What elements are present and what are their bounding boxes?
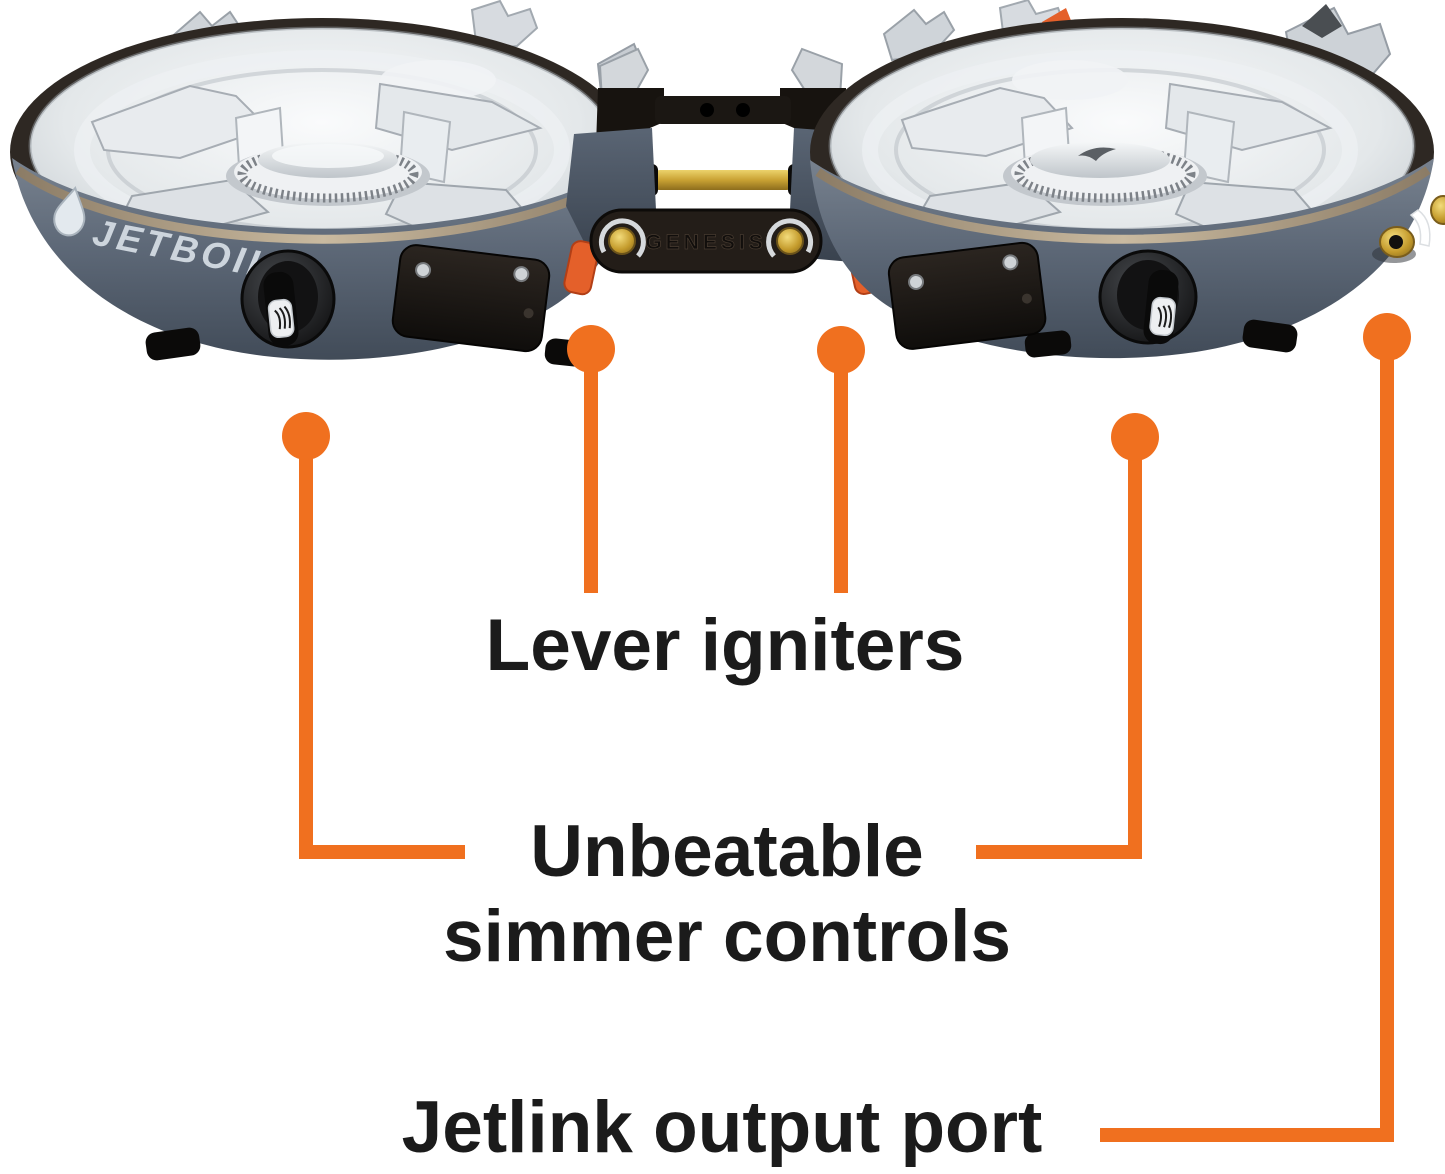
burner-perforated-ring bbox=[1014, 145, 1196, 203]
callout-dot-simmer-left bbox=[282, 412, 330, 460]
right-burner bbox=[810, 0, 1445, 359]
callout-line-simmer-left bbox=[299, 436, 465, 859]
igniter-lever-left bbox=[563, 240, 600, 296]
screw bbox=[513, 266, 530, 283]
flame-swoosh-icon bbox=[1078, 147, 1116, 161]
genesis-bracket bbox=[589, 208, 823, 274]
stove-foot bbox=[544, 338, 596, 368]
screw bbox=[415, 262, 432, 279]
screw bbox=[908, 273, 925, 290]
screw bbox=[1021, 293, 1032, 304]
left-burner: JETBOIL bbox=[10, 0, 645, 368]
label-jetlink-output-port: Jetlink output port bbox=[401, 1087, 1043, 1168]
screw bbox=[1002, 254, 1019, 271]
side-panel-right bbox=[887, 241, 1047, 350]
label-simmer-line1: Unbeatable bbox=[530, 811, 924, 892]
stove-foot bbox=[1024, 330, 1072, 358]
callout-line-jetlink bbox=[1100, 337, 1394, 1142]
simmer-control-knob-left bbox=[240, 249, 336, 349]
callout-dot-simmer-right bbox=[1111, 413, 1159, 461]
stove-photo: JETBOIL bbox=[10, 0, 1445, 368]
side-panel-left bbox=[391, 244, 551, 353]
drop-icon bbox=[53, 186, 86, 237]
label-simmer-line2: simmer controls bbox=[443, 896, 1011, 977]
brass-pivot-pin bbox=[608, 227, 636, 255]
label-simmer-controls: Unbeatable simmer controls bbox=[443, 809, 1011, 979]
stove-foot bbox=[145, 327, 201, 361]
burner-cap bbox=[1030, 142, 1170, 178]
simmer-control-knob-right bbox=[1098, 249, 1198, 345]
model-embossed-text: GENESIS bbox=[645, 231, 766, 254]
burner-perforated-ring bbox=[237, 145, 419, 203]
jetlink-port bbox=[1372, 195, 1445, 263]
screw bbox=[523, 308, 534, 319]
brass-rod bbox=[650, 170, 796, 190]
callout-line-simmer-right bbox=[976, 437, 1142, 859]
label-lever-igniters: Lever igniters bbox=[485, 605, 965, 686]
brass-pivot-pin bbox=[776, 227, 804, 255]
